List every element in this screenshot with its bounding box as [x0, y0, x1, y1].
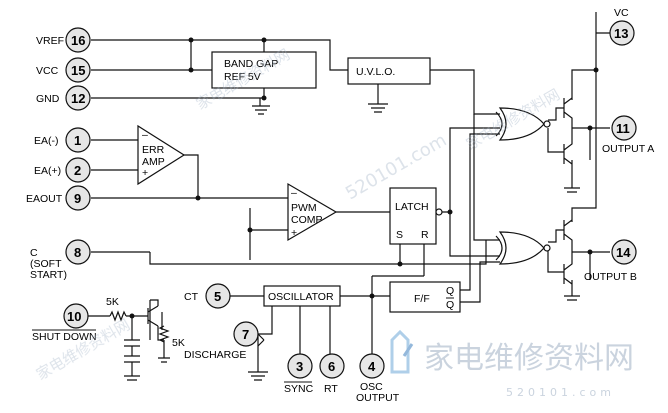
svg-text:+: +: [142, 167, 148, 179]
pin-16-vref: VREF 16: [36, 27, 91, 53]
svg-text:3: 3: [296, 359, 303, 374]
pin-12-gnd: GND 12: [36, 85, 91, 111]
transistor-b-lower: [563, 252, 573, 285]
svg-text:C: C: [30, 247, 38, 259]
svg-text:5K: 5K: [106, 296, 119, 308]
svg-text:6: 6: [328, 359, 335, 374]
pin-5-ct: CT 5: [184, 283, 231, 309]
latch-block: LATCH S R: [389, 187, 443, 245]
svg-text:OSC: OSC: [360, 381, 383, 393]
watermark-chinese: 家电维修资料网: [424, 341, 634, 376]
pin-14-output-b: 14 OUTPUT B: [584, 239, 637, 283]
pin-15-vcc: VCC 15: [36, 57, 91, 83]
svg-text:S: S: [396, 229, 403, 241]
resistor-discharge: 5K: [158, 325, 185, 349]
svg-text:START): START): [30, 269, 67, 281]
svg-text:1: 1: [74, 133, 81, 148]
svg-text:7: 7: [242, 327, 249, 342]
svg-text:SYNC: SYNC: [284, 383, 314, 395]
discharge-transistor: [257, 333, 265, 347]
svg-text:+: +: [291, 227, 297, 239]
wires: [88, 12, 610, 381]
shutdown-transistor: [147, 299, 164, 341]
resistor-shutdown: 5K: [106, 296, 127, 322]
pin-10-shutdown: 10 SHUT DOWN: [32, 303, 97, 343]
transistor-b-upper: [563, 219, 573, 252]
svg-text:EAOUT: EAOUT: [26, 193, 63, 205]
svg-text:10: 10: [67, 309, 81, 324]
svg-text:VREF: VREF: [36, 35, 64, 47]
pin-3-sync: 3 SYNC: [284, 353, 314, 395]
svg-text:–: –: [142, 129, 148, 141]
flipflop-block: F/F Q Q: [389, 281, 461, 313]
svg-text:SHUT DOWN: SHUT DOWN: [32, 331, 97, 343]
svg-text:ERR: ERR: [142, 144, 165, 156]
svg-text:Q: Q: [446, 285, 454, 297]
svg-text:F/F: F/F: [414, 293, 430, 305]
error-amplifier: – + ERR AMP: [137, 124, 186, 186]
svg-text:BAND GAP: BAND GAP: [224, 58, 278, 70]
watermark-url: 520101.com: [506, 386, 615, 399]
svg-text:RT: RT: [324, 383, 338, 395]
junction-dots: [129, 37, 599, 319]
svg-text:DISCHARGE: DISCHARGE: [184, 349, 246, 361]
watermark-logo: [390, 329, 414, 374]
pin-11-output-a: 11 OUTPUT A: [602, 115, 654, 155]
svg-text:15: 15: [71, 63, 85, 78]
svg-text:VC: VC: [614, 7, 629, 19]
nor-gate-b: [495, 231, 551, 265]
svg-text:9: 9: [74, 191, 81, 206]
svg-text:4: 4: [368, 359, 376, 374]
svg-text:16: 16: [71, 33, 85, 48]
svg-text:5K: 5K: [172, 337, 185, 349]
svg-text:U.V.L.O.: U.V.L.O.: [356, 66, 395, 78]
bandgap-block: BAND GAP REF 5V: [211, 51, 317, 89]
transistor-a-lower: [563, 128, 573, 165]
svg-text:(SOFT: (SOFT: [30, 258, 62, 270]
pin-2-ea-pos: EA(+) 2: [34, 157, 91, 183]
svg-text:12: 12: [71, 91, 85, 106]
watermark: 家电维修资料网 520101.com: [390, 329, 634, 399]
svg-text:VCC: VCC: [36, 65, 59, 77]
svg-text:COMP: COMP: [291, 214, 323, 226]
svg-text:OUTPUT: OUTPUT: [356, 392, 400, 404]
svg-text:EA(-): EA(-): [34, 135, 59, 147]
svg-text:8: 8: [74, 245, 81, 260]
pin-8-soft-start: C (SOFT START) 8: [30, 239, 91, 281]
svg-text:2: 2: [74, 163, 81, 178]
pin-6-rt: 6 RT: [319, 353, 345, 395]
nor-gate-a: [495, 107, 551, 141]
svg-text:5: 5: [214, 289, 221, 304]
pin-4-osc-output: 4 OSC OUTPUT: [356, 353, 400, 404]
transistor-a-upper: [563, 97, 573, 128]
svg-text:CT: CT: [184, 291, 199, 303]
pin-9-eaout: EAOUT 9: [26, 185, 91, 211]
svg-text:OUTPUT A: OUTPUT A: [602, 143, 654, 155]
svg-text:–: –: [291, 187, 297, 199]
svg-text:LATCH: LATCH: [395, 201, 429, 213]
svg-text:PWM: PWM: [291, 202, 317, 214]
svg-text:GND: GND: [36, 93, 60, 105]
svg-text:Q: Q: [446, 299, 454, 311]
svg-text:11: 11: [616, 121, 630, 136]
svg-text:AMP: AMP: [142, 156, 165, 168]
pin-1-ea-neg: EA(-) 1: [34, 127, 91, 153]
svg-text:EA(+): EA(+): [34, 165, 61, 177]
uvlo-block: U.V.L.O.: [347, 57, 431, 85]
svg-text:R: R: [421, 229, 429, 241]
svg-text:13: 13: [614, 26, 628, 41]
svg-text:REF 5V: REF 5V: [224, 71, 261, 83]
svg-text:OUTPUT B: OUTPUT B: [584, 271, 637, 283]
pwm-comparator: – + PWM COMP: [287, 182, 338, 242]
pin-13-vc: VC 13: [609, 7, 635, 46]
svg-text:14: 14: [616, 245, 631, 260]
svg-text:OSCILLATOR: OSCILLATOR: [268, 291, 334, 303]
pin-7-discharge: 7 DISCHARGE: [184, 321, 259, 361]
oscillator-block: OSCILLATOR: [263, 285, 341, 307]
